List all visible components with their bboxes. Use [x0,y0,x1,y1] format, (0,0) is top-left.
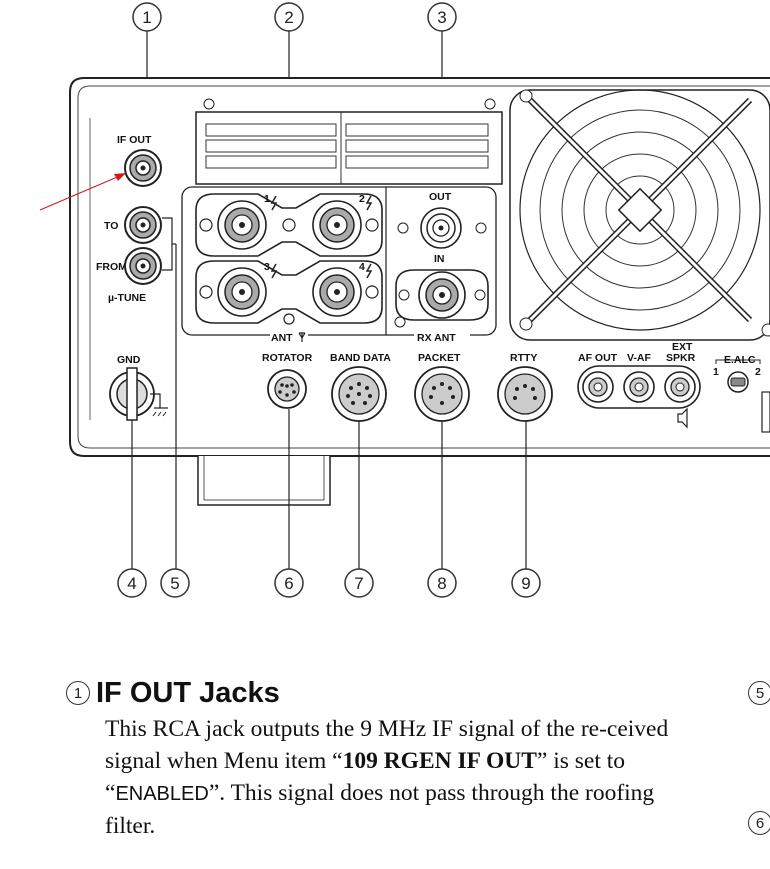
from-label: FROM [96,261,127,273]
e-alc-bracket [715,359,761,364]
section-body: This RCA jack outputs the 9 MHz IF signa… [105,713,705,842]
svg-text:2: 2 [284,8,293,27]
section-title: IF OUT Jacks [96,676,280,709]
e-alc-switch[interactable] [727,371,749,393]
svg-text:5: 5 [170,574,179,593]
v-af-jack[interactable] [623,371,655,403]
ant-1-connector[interactable] [217,200,267,250]
section-heading: 1 IF OUT Jacks [66,675,706,711]
menu-item-name: 109 RGEN IF OUT [342,748,537,774]
callout-6: 6 [274,568,304,598]
if-out-section: 1 IF OUT Jacks This RCA jack outputs the… [66,675,706,842]
e-alc-2-label: 2 [755,366,761,378]
af-out-label: AF OUT [578,352,618,364]
mu-tune-label: µ-TUNE [108,292,146,304]
gnd-terminal[interactable] [109,367,168,421]
ant-2-label: 2 [359,193,365,205]
rx-ant-label: RX ANT [417,332,456,344]
side-section-number: 5 [748,681,770,705]
ext-spkr-jack[interactable] [664,371,696,403]
ant-label: ANT [271,332,293,344]
bolt-icon [365,263,373,279]
rx-in-connector[interactable] [418,271,466,319]
if-out-label: IF OUT [117,134,152,146]
callout-7: 7 [344,568,374,598]
band-data-connector[interactable] [331,366,387,422]
callout-9: 9 [511,568,541,598]
bolt-icon [270,195,278,211]
ant-group-box [181,186,497,336]
vent-grille [195,98,503,185]
to-label: TO [104,220,118,232]
packet-label: PACKET [418,352,461,364]
callout-8: 8 [427,568,457,598]
e-alc-label: E.ALC [724,354,756,366]
rtty-connector[interactable] [497,366,553,422]
mu-tune-from-jack[interactable] [124,247,162,285]
speaker-icon [677,407,688,429]
enabled-value: ENABLED [115,783,209,805]
bolt-icon [365,195,373,211]
antenna-icon [298,332,306,342]
rx-out-connector[interactable] [420,207,462,249]
ant-4-label: 4 [359,261,365,273]
svg-text:6: 6 [284,574,293,593]
gnd-label: GND [117,354,141,366]
rtty-label: RTTY [510,352,537,364]
ant-2-connector[interactable] [312,200,362,250]
rear-panel-diagram: 1 2 3 [39,2,770,598]
callout-1: 1 [132,2,162,32]
body-text-1: This RCA jack outputs the 9 MHz IF signa… [105,716,669,774]
pointer-arrow [39,173,126,211]
callout-5: 5 [160,568,190,598]
svg-text:4: 4 [127,574,136,593]
ant-1-label: 1 [264,193,270,205]
mu-tune-to-jack[interactable] [124,206,162,244]
svg-text:8: 8 [437,574,446,593]
if-out-jack[interactable] [124,149,162,187]
ant-3-label: 3 [264,261,270,273]
svg-text:1: 1 [142,8,151,27]
body-text-2: ” is set to “ [105,748,626,806]
rotator-label: ROTATOR [262,352,313,364]
callout-4: 4 [117,568,147,598]
packet-connector[interactable] [414,366,470,422]
v-af-label: V-AF [627,352,652,364]
rx-in-label: IN [434,253,445,265]
side-section-number: 6 [748,811,770,835]
rx-out-label: OUT [429,191,452,203]
svg-text:3: 3 [437,8,446,27]
chassis-foot [197,456,331,506]
rotator-connector[interactable] [267,369,307,409]
e-alc-1-label: 1 [713,366,719,378]
spkr-label: SPKR [666,352,696,364]
svg-text:7: 7 [354,574,363,593]
cooling-fan [509,89,770,341]
ant-4-connector[interactable] [312,267,362,317]
ant-3-connector[interactable] [217,267,267,317]
bolt-icon [270,263,278,279]
callout-2: 2 [274,2,304,32]
svg-text:9: 9 [521,574,530,593]
band-data-label: BAND DATA [330,352,391,364]
af-out-jack[interactable] [582,371,614,403]
body-text-3: ”. This signal does not pass through the… [105,780,655,839]
section-number: 1 [66,681,90,705]
callout-3: 3 [427,2,457,32]
ext-label: EXT [672,341,693,353]
